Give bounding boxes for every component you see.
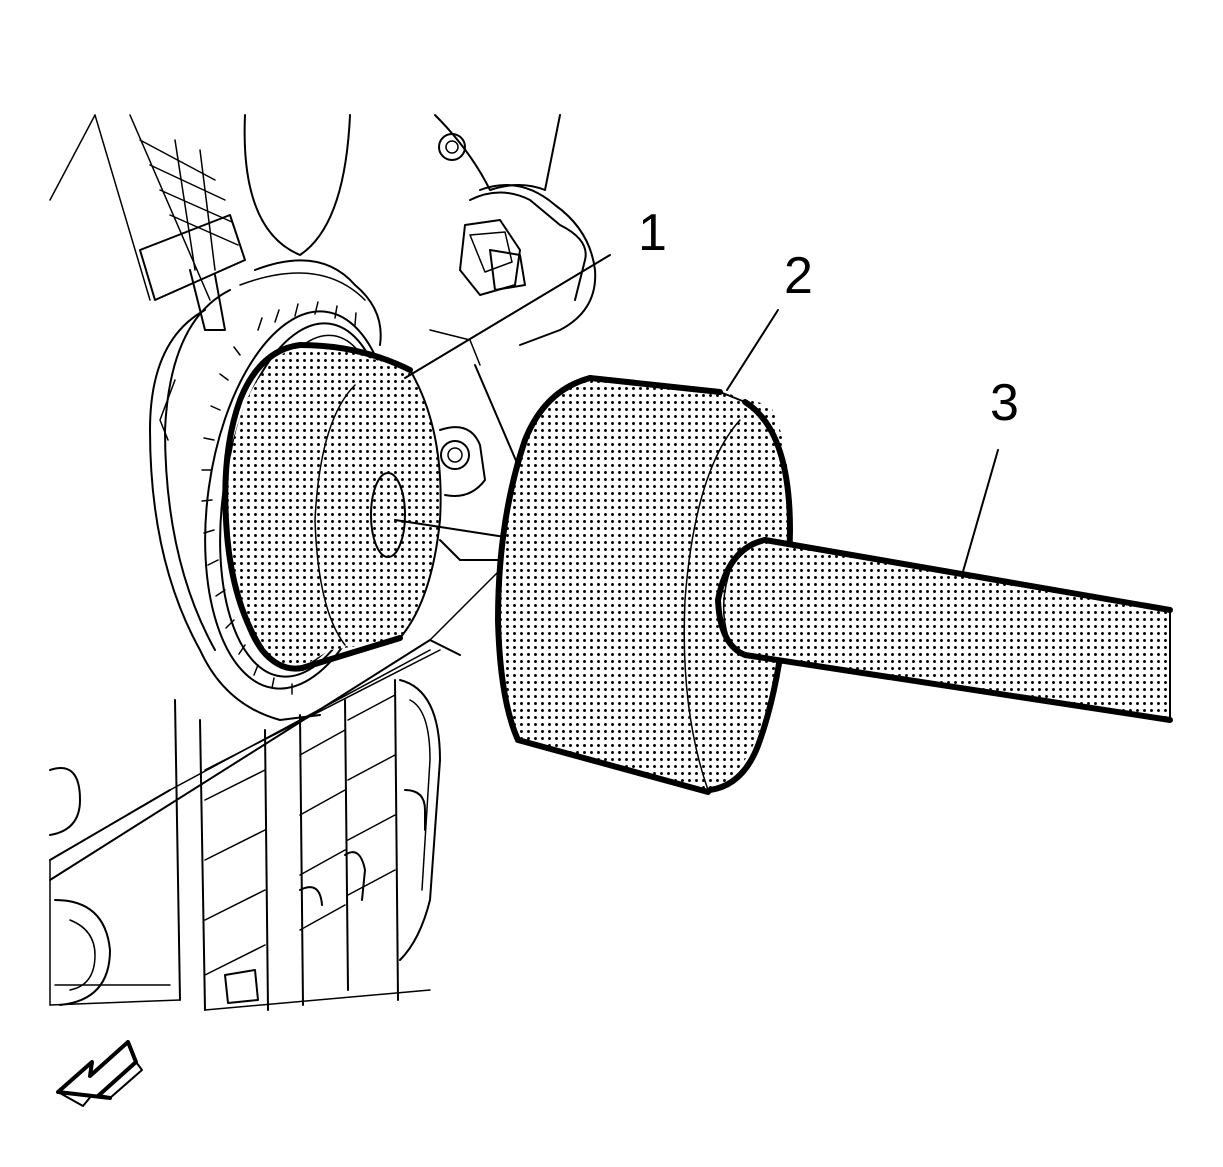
callout-2-label: 2 — [784, 247, 813, 305]
callout-2-leader — [726, 309, 779, 391]
seal-roller-marks — [201, 301, 357, 695]
callout-1-label: 1 — [638, 204, 667, 262]
direction-arrow-icon — [56, 1040, 143, 1107]
installer-handle — [715, 537, 1173, 723]
callout-3-leader — [961, 449, 999, 576]
callout-1-leader — [404, 254, 611, 379]
center-axis-line — [394, 519, 506, 538]
engine-block — [49, 114, 597, 1011]
callout-3-label: 3 — [990, 374, 1019, 432]
seal-installer-front — [222, 342, 442, 672]
installer-body — [495, 375, 793, 795]
